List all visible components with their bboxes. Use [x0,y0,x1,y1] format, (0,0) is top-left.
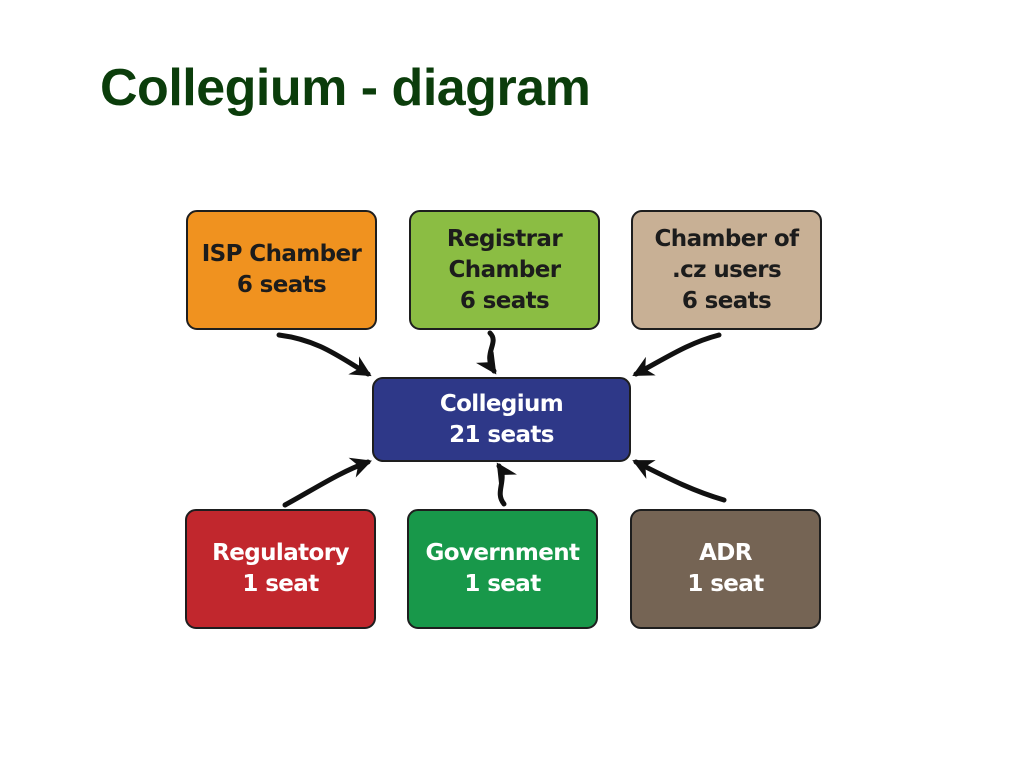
cz-users-chamber-label-line2: .cz users [671,256,782,283]
isp-chamber-box: ISP Chamber 6 seats [186,210,377,330]
arrow-isp-to-collegium [276,332,372,377]
regulatory-label: Regulatory [212,540,349,566]
government-box: Government 1 seat [407,509,598,629]
registrar-chamber-label-line1: Registrar [446,225,563,252]
arrow-adr-to-collegium [632,459,727,503]
government-seats: 1 seat [464,571,541,597]
registrar-chamber-label-line2: Chamber [448,256,562,283]
adr-box: ADR 1 seat [630,509,821,629]
registrar-chamber-box: Registrar Chamber 6 seats [409,210,600,330]
isp-chamber-seats: 6 seats [236,272,327,298]
cz-users-chamber-label-line1: Chamber of [654,225,800,252]
adr-label: ADR [699,540,752,566]
regulatory-box: Regulatory 1 seat [185,509,376,629]
regulatory-seats: 1 seat [242,571,319,597]
collegium-seats: 21 seats [449,421,554,448]
arrow-cz-users-to-collegium [632,332,722,377]
arrow-government-to-collegium [496,462,517,507]
page-title: Collegium - diagram [100,59,591,117]
adr-seats: 1 seat [687,571,764,597]
arrow-registrar-to-collegium [475,330,497,375]
arrow-regulatory-to-collegium [282,457,372,508]
cz-users-chamber-box: Chamber of .cz users 6 seats [631,210,822,330]
collegium-box: Collegium 21 seats [372,377,631,462]
collegium-label: Collegium [439,390,564,417]
registrar-chamber-seats: 6 seats [459,287,550,314]
cz-users-chamber-seats: 6 seats [681,287,772,314]
government-label: Government [425,540,581,566]
isp-chamber-label: ISP Chamber [201,241,362,267]
